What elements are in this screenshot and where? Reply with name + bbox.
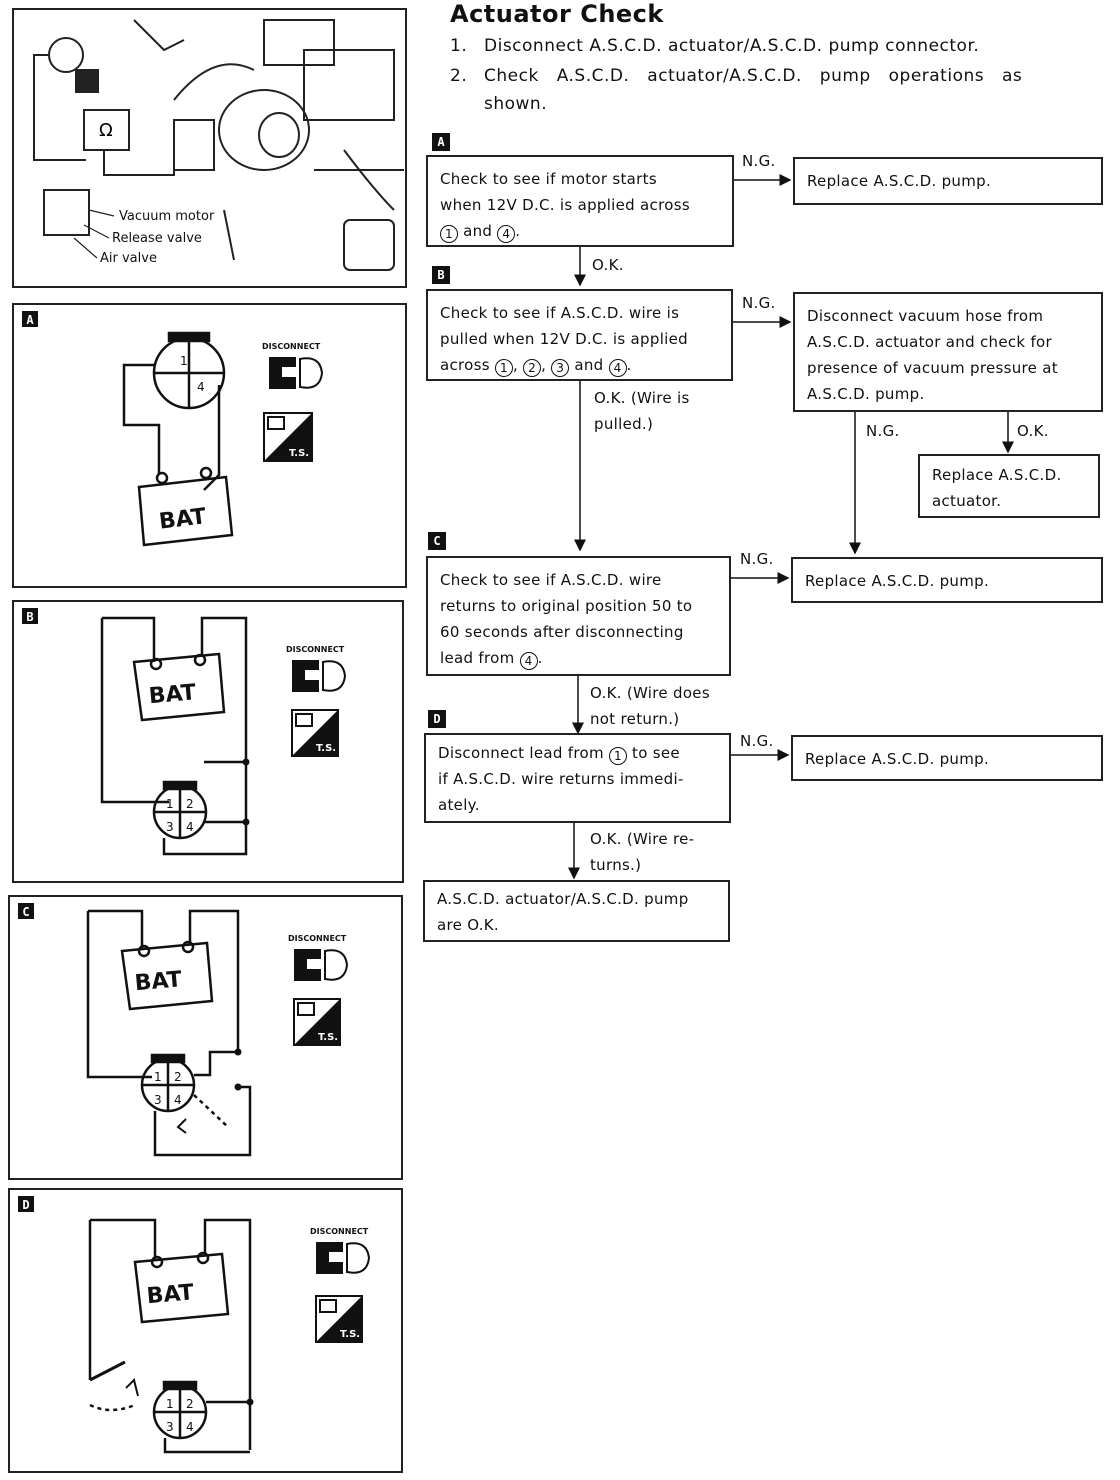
battery-label: BAT xyxy=(158,504,208,535)
sub-ok-label-b: O.K. xyxy=(1017,422,1049,440)
ng-label-d: N.G. xyxy=(740,732,774,750)
engine-photo-panel: Ω Vacuum motor Release valve Air valve xyxy=(12,8,407,288)
panel-label-b: B xyxy=(22,608,38,624)
check-box-a: Check to see if motor starts when 12V D.… xyxy=(426,155,734,247)
disconnect-label: DISCONNECT xyxy=(310,1227,369,1236)
check-box-c: Check to see if A.S.C.D. wire returns to… xyxy=(426,556,731,676)
panel-label-a: A xyxy=(22,311,38,327)
troubleshoot-icon: T.S. xyxy=(291,709,339,757)
svg-text:T.S.: T.S. xyxy=(289,448,309,459)
svg-text:1: 1 xyxy=(166,1397,174,1411)
svg-text:T.S.: T.S. xyxy=(340,1329,360,1340)
svg-text:2: 2 xyxy=(186,797,194,811)
wiring-diagram-a: 1 4 BAT DISCONNECT T.S. xyxy=(122,331,324,547)
svg-text:4: 4 xyxy=(186,820,194,834)
ohm-symbol: Ω xyxy=(99,120,113,141)
svg-text:3: 3 xyxy=(166,820,174,834)
troubleshoot-icon: T.S. xyxy=(293,998,341,1046)
ok-label-b: O.K. (Wire is pulled.) xyxy=(594,389,690,433)
ok-label-a: O.K. xyxy=(592,256,624,274)
final-result-box: A.S.C.D. actuator/A.S.C.D. pump are O.K. xyxy=(423,880,730,942)
panel-label-c: C xyxy=(18,903,34,919)
wiring-diagram-d: 1 2 3 4 BAT DISCONNECT T.S. xyxy=(88,1218,371,1454)
battery-label: BAT xyxy=(146,1280,195,1309)
release-valve-label: Release valve xyxy=(112,231,202,246)
svg-text:4: 4 xyxy=(174,1093,182,1107)
result-box-b: Disconnect vacuum hose from A.S.C.D. act… xyxy=(793,292,1103,412)
air-valve-label: Air valve xyxy=(100,251,157,266)
check-box-b: Check to see if A.S.C.D. wire is pulled … xyxy=(426,289,733,381)
pin-4-label: 4 xyxy=(197,380,205,394)
wiring-panel-a: A 1 4 BAT DISCONNECT T.S xyxy=(12,303,407,588)
disconnect-label: DISCONNECT xyxy=(262,342,321,351)
svg-text:1: 1 xyxy=(166,797,174,811)
disconnect-connector-icon xyxy=(269,357,324,389)
disconnect-label: DISCONNECT xyxy=(288,934,347,943)
svg-text:3: 3 xyxy=(154,1093,162,1107)
sub-result-box-b: Replace A.S.C.D. actuator. xyxy=(918,454,1100,518)
section-label-c: C xyxy=(428,532,446,550)
disconnect-label: DISCONNECT xyxy=(286,645,345,654)
section-label-b: B xyxy=(432,266,450,284)
wiring-panel-d: D 1 2 3 4 BAT DISCONNECT xyxy=(8,1188,403,1473)
result-box-a: Replace A.S.C.D. pump. xyxy=(793,157,1103,205)
result-box-c: Replace A.S.C.D. pump. xyxy=(791,557,1103,603)
check-box-d: Disconnect lead from 1 to see if A.S.C.D… xyxy=(424,733,731,823)
svg-text:4: 4 xyxy=(186,1420,194,1434)
battery-label: BAT xyxy=(134,967,183,996)
pin-1-label: 1 xyxy=(180,354,188,368)
ng-label-c: N.G. xyxy=(740,550,774,568)
section-label-d: D xyxy=(428,710,446,728)
disconnect-connector-icon xyxy=(316,1242,371,1274)
vacuum-motor-label: Vacuum motor xyxy=(119,209,215,224)
svg-text:2: 2 xyxy=(186,1397,194,1411)
svg-text:1: 1 xyxy=(154,1070,162,1084)
panel-label-d: D xyxy=(18,1196,34,1212)
engine-photo-illustration: Ω Vacuum motor Release valve Air valve xyxy=(33,19,404,271)
svg-text:2: 2 xyxy=(174,1070,182,1084)
disconnect-connector-icon xyxy=(292,660,347,692)
svg-text:T.S.: T.S. xyxy=(316,743,336,754)
ok-label-d: O.K. (Wire re- turns.) xyxy=(590,830,695,874)
step-2: 2.Check A.S.C.D. actuator/A.S.C.D. pump … xyxy=(450,66,1023,86)
wiring-panel-b: B 1 2 3 4 BAT DISCONNECT xyxy=(12,600,404,883)
section-label-a: A xyxy=(432,133,450,151)
wiring-panel-c: C 1 2 3 4 BAT DISCONNECT xyxy=(8,895,403,1180)
ok-label-c: O.K. (Wire does not return.) xyxy=(590,684,710,728)
result-box-d: Replace A.S.C.D. pump. xyxy=(791,735,1103,781)
ng-label-a: N.G. xyxy=(742,152,776,170)
page-title: Actuator Check xyxy=(450,0,664,28)
battery-label: BAT xyxy=(148,680,197,709)
step-2-cont: shown. xyxy=(484,94,548,114)
troubleshoot-icon: T.S. xyxy=(315,1295,363,1343)
svg-text:T.S.: T.S. xyxy=(318,1032,338,1043)
step-1: 1.Disconnect A.S.C.D. actuator/A.S.C.D. … xyxy=(450,36,980,56)
wiring-diagram-b: 1 2 3 4 BAT DISCONNECT T.S. xyxy=(100,616,347,856)
wiring-diagram-c: 1 2 3 4 BAT DISCONNECT T.S. xyxy=(86,909,349,1157)
svg-text:3: 3 xyxy=(166,1420,174,1434)
sub-ng-label-b: N.G. xyxy=(866,422,900,440)
disconnect-connector-icon xyxy=(294,949,349,981)
ng-label-b: N.G. xyxy=(742,294,776,312)
troubleshoot-icon: T.S. xyxy=(263,412,313,462)
